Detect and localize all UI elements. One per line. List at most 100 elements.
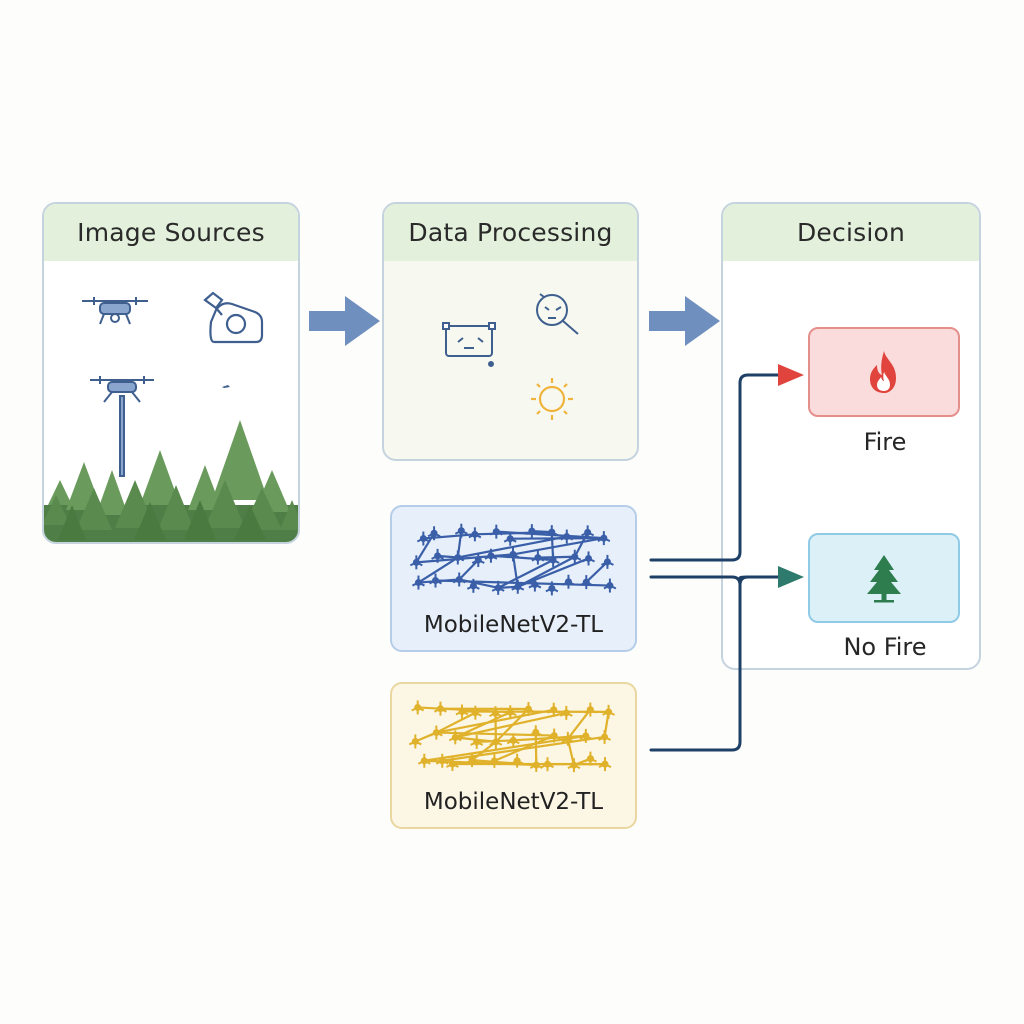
- decision-title: Decision: [723, 204, 979, 261]
- connector-blue-to-nofire: [649, 575, 782, 586]
- network-node: [471, 709, 479, 717]
- network-node: [562, 709, 570, 717]
- network-node: [582, 732, 590, 740]
- network-node: [432, 577, 440, 585]
- forest-icon: [44, 420, 298, 542]
- network-node: [471, 530, 479, 538]
- connector-blue-to-fire: [649, 373, 782, 562]
- network-node: [600, 534, 608, 542]
- network-node: [548, 584, 556, 592]
- tower-drone-icon: [90, 376, 154, 477]
- network-edge: [537, 555, 575, 559]
- network-node: [438, 757, 446, 765]
- connector-yellow-to-nofire: [649, 575, 750, 752]
- network-node: [414, 703, 422, 711]
- network-node: [448, 760, 456, 768]
- network-node: [601, 760, 609, 768]
- no-fire-label: No Fire: [843, 633, 927, 661]
- arrow-right-icon: [649, 296, 720, 346]
- camera-icon: [203, 291, 264, 344]
- network-edge: [436, 708, 554, 734]
- network-edge: [471, 759, 537, 767]
- network-edge: [512, 537, 605, 556]
- arrowhead-fire: [778, 364, 804, 386]
- network-node: [563, 533, 571, 541]
- network-edge: [442, 735, 605, 762]
- network-edge: [424, 734, 587, 762]
- network-node: [491, 709, 499, 717]
- drone-icon: [82, 297, 148, 325]
- network-node: [586, 706, 594, 714]
- network-node: [513, 757, 521, 765]
- network-edge: [517, 557, 589, 588]
- arrow-right-icon: [309, 296, 380, 346]
- arrowhead-no-fire: [778, 566, 804, 588]
- network-node: [509, 736, 517, 744]
- network-edge: [566, 708, 592, 740]
- network-node: [494, 584, 502, 592]
- network-node: [432, 729, 440, 737]
- network-node: [506, 535, 514, 543]
- network-node: [550, 732, 558, 740]
- network-node: [492, 528, 500, 536]
- network-node: [585, 554, 593, 562]
- network-node: [457, 527, 465, 535]
- model-label-yellow: MobileNetV2-TL: [423, 789, 604, 815]
- network-node: [506, 708, 514, 716]
- network-node: [474, 556, 482, 564]
- network-node: [570, 761, 578, 769]
- network-node: [420, 757, 428, 765]
- model-box-yellow: MobileNetV2-TL: [390, 682, 637, 829]
- network-node: [411, 737, 419, 745]
- network-node: [605, 708, 613, 716]
- network-node: [548, 528, 556, 536]
- network-node: [455, 575, 463, 583]
- network-node: [473, 738, 481, 746]
- network-graph-yellow: [408, 700, 616, 773]
- network-node: [528, 527, 536, 535]
- data-processing-title: Data Processing: [384, 204, 637, 261]
- network-node: [544, 760, 552, 768]
- network-edge: [417, 556, 459, 584]
- network-node: [451, 733, 459, 741]
- network-edge: [458, 578, 499, 589]
- network-edge: [415, 532, 436, 563]
- network-node: [582, 578, 590, 586]
- network-edge: [457, 535, 567, 559]
- fire-outcome-box: [808, 327, 960, 417]
- network-node: [492, 738, 500, 746]
- fire-label: Fire: [863, 428, 907, 456]
- network-edge: [585, 561, 609, 583]
- network-node: [606, 582, 614, 590]
- network-node: [454, 554, 462, 562]
- sun-icon: [531, 378, 573, 420]
- network-graph-blue: [409, 523, 617, 596]
- network-node: [430, 529, 438, 537]
- network-edge: [458, 559, 480, 581]
- network-node: [458, 708, 466, 716]
- network-node: [414, 579, 422, 587]
- network-node: [534, 554, 542, 562]
- network-node: [601, 733, 609, 741]
- no-fire-outcome-box: [808, 533, 960, 623]
- network-node: [469, 582, 477, 590]
- network-edge: [435, 711, 476, 734]
- network-node: [564, 578, 572, 586]
- network-node: [434, 552, 442, 560]
- network-node: [550, 706, 558, 714]
- lens-icon: [536, 293, 579, 335]
- network-node: [549, 556, 557, 564]
- network-node: [412, 558, 420, 566]
- network-node: [571, 553, 579, 561]
- network-node: [532, 728, 540, 736]
- network-node: [524, 705, 532, 713]
- model-label-blue: MobileNetV2-TL: [423, 612, 604, 638]
- network-node: [468, 756, 476, 764]
- image-sources-title: Image Sources: [44, 204, 298, 261]
- network-node: [509, 550, 517, 558]
- network-node: [531, 581, 539, 589]
- network-edge: [573, 531, 589, 558]
- data-processing-panel: Data Processing: [382, 202, 639, 461]
- network-node: [419, 535, 427, 543]
- network-edge: [517, 555, 576, 588]
